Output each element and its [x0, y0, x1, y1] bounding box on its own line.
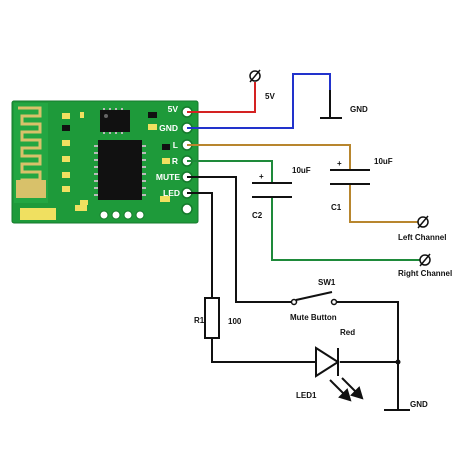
resistor-value: 100 [228, 317, 242, 326]
wire-left-out [349, 184, 418, 223]
pin-label-mute: MUTE [156, 172, 180, 182]
pin-label-gnd: GND [159, 123, 178, 133]
c2-value: 10uF [292, 166, 311, 175]
terminal-right-channel-icon [419, 253, 431, 267]
pin-label-l: L [173, 140, 178, 150]
switch-ref: SW1 [318, 278, 336, 287]
antenna-icon [14, 103, 48, 203]
wire-gnd-top [187, 73, 331, 129]
capacitor-c1: + [330, 159, 370, 185]
svg-text:+: + [337, 159, 342, 168]
label-gnd-top: GND [350, 105, 368, 114]
resistor-ref: R1 [194, 316, 205, 325]
wire-right-out [271, 197, 420, 261]
wire-switch-to-gnd [336, 301, 399, 410]
wire-right-channel [187, 160, 273, 183]
supply-5v-symbol [249, 69, 261, 83]
silkscreen-pad [20, 208, 56, 220]
wire-left-channel [187, 144, 351, 170]
junction-dot [395, 359, 401, 365]
resistor-r1 [204, 297, 220, 339]
ground-symbol-top [320, 90, 342, 119]
label-5v: 5V [265, 92, 275, 101]
led-icon [312, 346, 340, 378]
led-color-label: Red [340, 328, 355, 337]
wire-resistor-to-led [211, 338, 312, 363]
wire-5v [187, 82, 256, 113]
wire-led [187, 192, 213, 298]
c2-ref: C2 [252, 211, 263, 220]
switch-sw1 [290, 291, 338, 306]
label-right-channel: Right Channel [398, 269, 452, 278]
terminal-left-channel-icon [417, 215, 429, 229]
pin-label-r: R [172, 156, 178, 166]
chip-small [100, 108, 130, 134]
label-gnd-bottom: GND [410, 400, 428, 409]
led-light-arrows-icon [329, 377, 364, 402]
bluetooth-audio-module: 5V GND L R MUTE LED [11, 100, 199, 224]
smd-components [62, 112, 170, 211]
wire-mute [187, 176, 292, 303]
label-left-channel: Left Channel [398, 233, 446, 242]
switch-label: Mute Button [290, 313, 337, 322]
svg-text:+: + [259, 172, 264, 181]
chip-main [94, 140, 146, 200]
c1-value: 10uF [374, 157, 393, 166]
pin-label-5v: 5V [168, 104, 179, 114]
led-ref: LED1 [296, 391, 317, 400]
c1-ref: C1 [331, 203, 342, 212]
pin-label-led: LED [163, 188, 180, 198]
capacitor-c2: + [252, 172, 292, 198]
bottom-pads [99, 210, 145, 220]
